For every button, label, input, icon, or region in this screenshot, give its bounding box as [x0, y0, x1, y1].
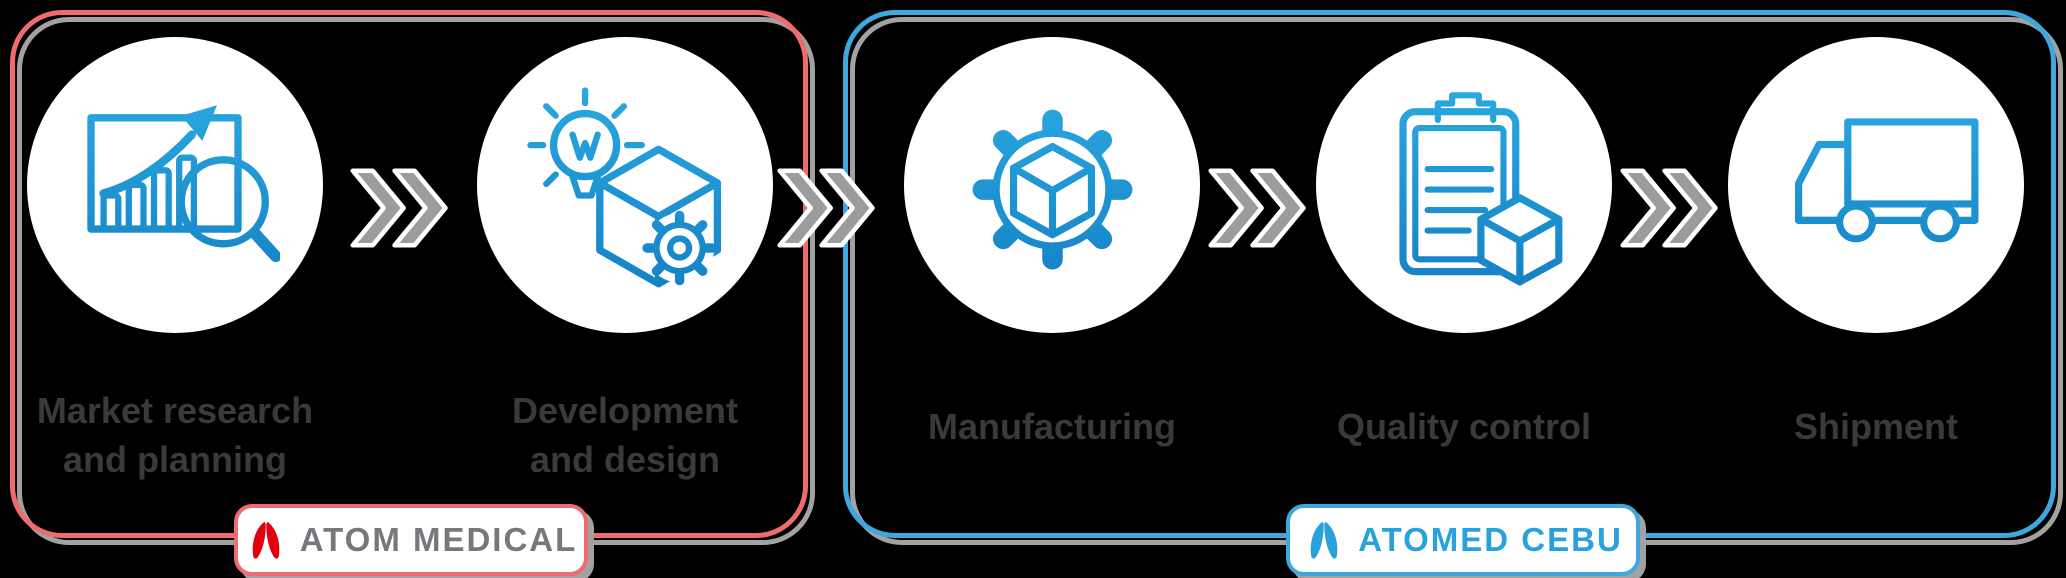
double-chevron-icon [350, 168, 448, 248]
step-label-market-research: Market research and planning [0, 386, 385, 484]
step-circle-manufacturing [904, 37, 1200, 333]
atom-medical-logo-icon [252, 521, 280, 559]
delivery-truck-icon [1794, 117, 1978, 242]
step-circle-shipment [1728, 37, 2024, 333]
step-label-line1: Shipment [1793, 406, 1958, 447]
atomed-cebu-badge: ATOMED CEBU [1286, 504, 1640, 576]
step-label-quality-control: Quality control [1254, 402, 1674, 451]
step-label-manufacturing: Manufacturing [842, 402, 1262, 451]
double-chevron-icon [1620, 168, 1718, 248]
step-label-line1: Quality control [1336, 406, 1592, 447]
atom-medical-badge: ATOM MEDICAL [234, 504, 588, 576]
step-label-development-design: Development and design [415, 386, 835, 484]
step-circle-market-research [27, 37, 323, 333]
arrow-head [181, 105, 217, 141]
step-circle-quality-control [1316, 37, 1612, 333]
atomed-cebu-badge-label: ATOMED CEBU [1358, 521, 1623, 558]
double-chevron-icon [777, 168, 875, 248]
step-label-line1: Market research [36, 390, 314, 431]
market-research-chart-magnifier-icon [87, 105, 280, 263]
step-label-line1: Development [511, 390, 739, 431]
step-circle-development-design [477, 37, 773, 333]
clipboard-checklist-cube-icon [1398, 91, 1562, 285]
step-label-shipment: Shipment [1666, 402, 2066, 451]
atom-medical-badge-label: ATOM MEDICAL [299, 521, 578, 558]
step-label-line1: Manufacturing [928, 406, 1176, 447]
double-chevron-icon [1208, 168, 1306, 248]
step-label-line2: and design [529, 439, 721, 480]
atomed-cebu-logo-icon [1310, 521, 1338, 559]
gear-with-cube-icon [972, 109, 1132, 270]
step-label-line2: and planning [63, 439, 287, 480]
idea-bulb-cube-gear-icon [527, 87, 722, 288]
